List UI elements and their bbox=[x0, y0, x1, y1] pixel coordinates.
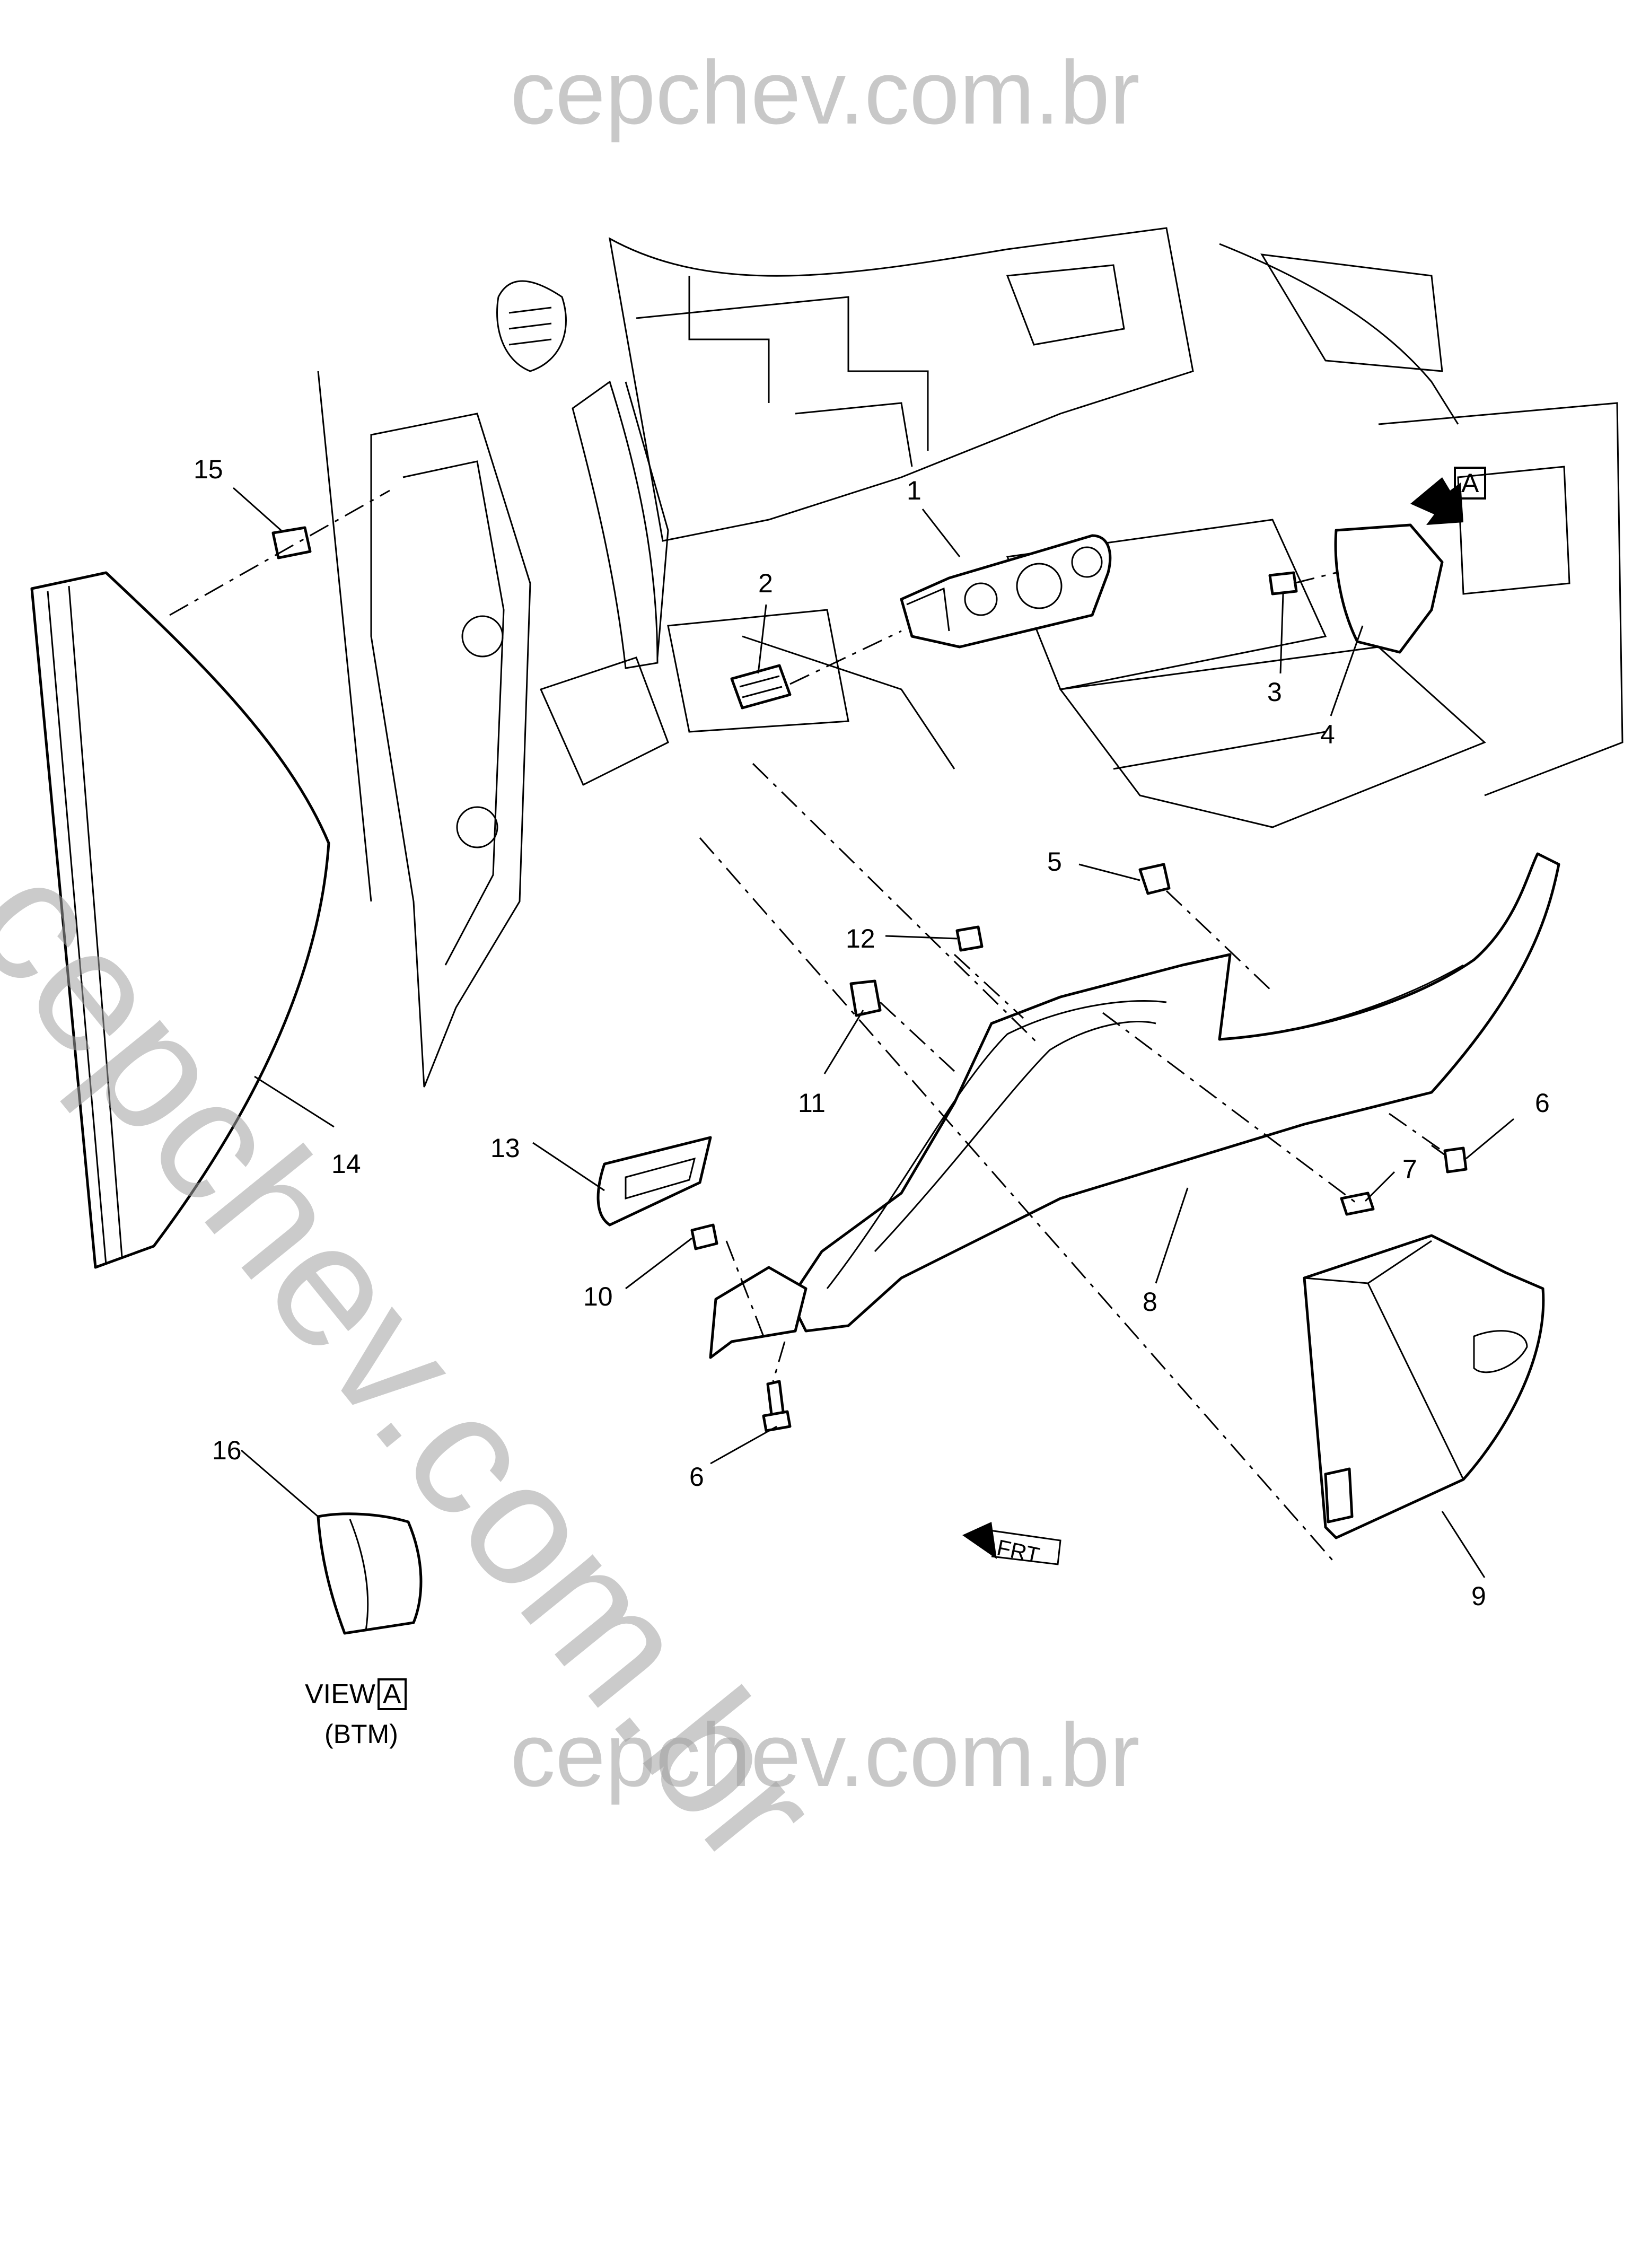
part-6-bolt-right bbox=[1431, 1144, 1468, 1174]
part-16-view-a-detail bbox=[317, 1512, 423, 1635]
part-5-clip bbox=[1138, 863, 1171, 895]
part-7-screw bbox=[1340, 1192, 1375, 1216]
callout-2: 2 bbox=[758, 568, 773, 598]
callout-8: 8 bbox=[1143, 1287, 1157, 1317]
view-a-marker: A bbox=[1454, 467, 1487, 500]
callout-7: 7 bbox=[1402, 1154, 1417, 1184]
part-14-side-trim-panel bbox=[30, 571, 330, 1269]
callout-5: 5 bbox=[1047, 847, 1062, 877]
callout-11: 11 bbox=[798, 1088, 826, 1118]
part-9-glove-box bbox=[1303, 1234, 1545, 1539]
part-1-headlamp-switch bbox=[900, 534, 1112, 649]
callout-3: 3 bbox=[1267, 677, 1282, 707]
parts-drawing bbox=[30, 227, 1623, 1635]
callout-13: 13 bbox=[490, 1133, 520, 1163]
part-4-trim-cover bbox=[1334, 523, 1444, 654]
instrument-panel-structure bbox=[317, 227, 1623, 1088]
part-6-bolt-left bbox=[762, 1380, 792, 1432]
view-a-sub: (BTM) bbox=[324, 1719, 398, 1749]
callout-9: 9 bbox=[1471, 1581, 1486, 1611]
front-indicator-arrow bbox=[962, 1522, 1061, 1565]
exploded-parts-diagram: cepchev.com.br cepchev.com.br bbox=[0, 42, 1623, 1899]
callout-12: 12 bbox=[846, 924, 875, 953]
part-3-clip bbox=[1268, 571, 1298, 596]
assembly-lines bbox=[169, 489, 1443, 1565]
callout-15: 15 bbox=[194, 454, 223, 484]
part-12-clip bbox=[955, 925, 984, 952]
part-8-lower-trim bbox=[709, 852, 1560, 1359]
callout-6-right: 6 bbox=[1535, 1088, 1550, 1118]
callout-14: 14 bbox=[331, 1149, 361, 1179]
part-11-clip bbox=[849, 979, 882, 1017]
part-2-connector bbox=[730, 664, 792, 710]
callout-16: 16 bbox=[212, 1435, 242, 1465]
view-a-arrow bbox=[1410, 477, 1463, 525]
part-13-bracket bbox=[596, 1136, 712, 1227]
watermark-top: cepchev.com.br bbox=[510, 42, 1140, 143]
callout-4: 4 bbox=[1320, 720, 1335, 749]
part-10-clip bbox=[690, 1223, 718, 1250]
callout-10: 10 bbox=[583, 1282, 613, 1311]
callout-1: 1 bbox=[907, 476, 921, 505]
view-label-text: VIEW bbox=[305, 1679, 375, 1710]
callout-6-left: 6 bbox=[689, 1462, 704, 1492]
callout-leaders bbox=[233, 487, 1514, 1578]
watermark-bottom: cepchev.com.br bbox=[510, 1705, 1140, 1806]
view-label-marker: A bbox=[377, 1678, 407, 1710]
part-15-clip bbox=[271, 526, 312, 559]
